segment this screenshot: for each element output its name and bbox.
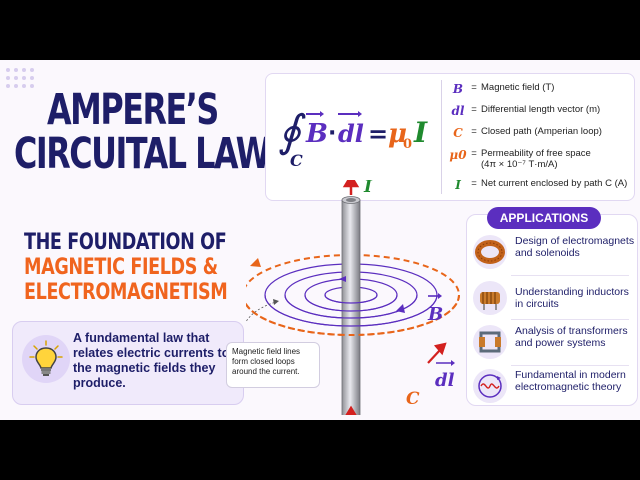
application-text: Analysis of transformers and power syste…	[515, 325, 628, 349]
dl-arrow	[427, 342, 447, 364]
path-label: C	[406, 389, 420, 409]
current-wire	[341, 199, 361, 415]
formula-subscript: C	[290, 151, 303, 170]
lightbulb-icon	[22, 335, 70, 383]
definition-symbol: B	[452, 82, 464, 96]
definition-symbol: C	[453, 126, 463, 140]
info-text: A fundamental law that relates electric …	[73, 331, 230, 390]
infographic-canvas: AMPERE’S CIRCUITAL LAW THE FOUNDATION OF…	[0, 60, 640, 420]
transformer-icon	[473, 325, 507, 359]
definition-text: Permeability of free space (4π × 10⁻⁷ T·…	[481, 148, 591, 170]
subtitle-line-1: THE FOUNDATION OF	[24, 230, 227, 255]
definition-text: Magnetic field (T)	[481, 82, 555, 93]
field-direction-arrows	[339, 276, 405, 313]
definition-row: μ0 = Permeability of free space (4π × 10…	[449, 148, 631, 178]
contour-integral-symbol: ∮	[278, 106, 306, 157]
formula-current: I	[413, 116, 428, 149]
solenoid-icon	[473, 235, 507, 269]
formula-mu-sub: 0	[403, 137, 412, 152]
application-item: Understanding inductors in circuits	[473, 279, 633, 319]
title-line-1: AMPERE’S	[47, 85, 219, 135]
subtitle-line-2: MAGNETIC FIELDS &	[24, 255, 218, 280]
application-item: Analysis of transformers and power syste…	[473, 323, 633, 363]
definition-symbol: dl	[451, 104, 465, 118]
formula-divider	[441, 80, 442, 194]
subtitle-line-3: ELECTROMAGNETISM	[24, 280, 228, 305]
subtitle: THE FOUNDATION OF MAGNETIC FIELDS & ELEC…	[24, 230, 228, 305]
decorative-dots	[6, 68, 46, 98]
definition-row: B = Magnetic field (T)	[449, 82, 631, 104]
dl-label: dl	[435, 370, 455, 391]
definition-row: dl = Differential length vector (m)	[449, 104, 631, 126]
page-title: AMPERE’S CIRCUITAL LAW	[14, 85, 271, 179]
formula-mu: μ	[388, 119, 407, 149]
wire-field-diagram: I B dl C	[246, 180, 460, 415]
ampere-law-formula: ∮ C B · dl = μ 0 I	[278, 106, 428, 170]
application-item: Fundamental in modern electromagnetic th…	[473, 367, 633, 407]
title-line-2: CIRCUITAL LAW	[14, 129, 271, 179]
field-lines-callout: Magnetic field lines form closed loops a…	[226, 342, 320, 388]
definition-text: Closed path (Amperian loop)	[481, 126, 602, 137]
formula-card: ∮ C B · dl = μ 0 I B = Magnetic field (T…	[265, 73, 635, 201]
formula-equals: =	[368, 120, 388, 148]
field-label: B	[427, 304, 443, 325]
inductor-icon	[473, 281, 507, 315]
definition-text: Net current enclosed by path C (A)	[481, 178, 628, 189]
definition-text: Differential length vector (m)	[481, 104, 601, 115]
current-arrows	[342, 180, 360, 415]
application-text: Design of electromagnets and solenoids	[515, 235, 635, 259]
info-card: A fundamental law that relates electric …	[12, 321, 244, 405]
definition-row: I = Net current enclosed by path C (A)	[449, 178, 631, 200]
applications-card: APPLICATIONS Design of electromagnets an…	[466, 207, 638, 407]
applications-heading: APPLICATIONS	[487, 207, 601, 229]
application-text: Understanding inductors in circuits	[515, 286, 629, 310]
definition-symbol: I	[455, 178, 461, 192]
formula-b: B	[305, 119, 328, 149]
application-item: Design of electromagnets and solenoids	[473, 233, 635, 273]
definition-row: C = Closed path (Amperian loop)	[449, 126, 631, 148]
field-loop-icon	[473, 369, 507, 403]
current-label: I	[363, 180, 373, 197]
formula-dl: dl	[338, 119, 364, 148]
application-text: Fundamental in modern electromagnetic th…	[515, 369, 626, 393]
definition-symbol: μ0	[449, 148, 467, 162]
definitions-list: B = Magnetic field (T) dl = Differential…	[449, 82, 631, 200]
formula-dot: ·	[328, 121, 336, 146]
